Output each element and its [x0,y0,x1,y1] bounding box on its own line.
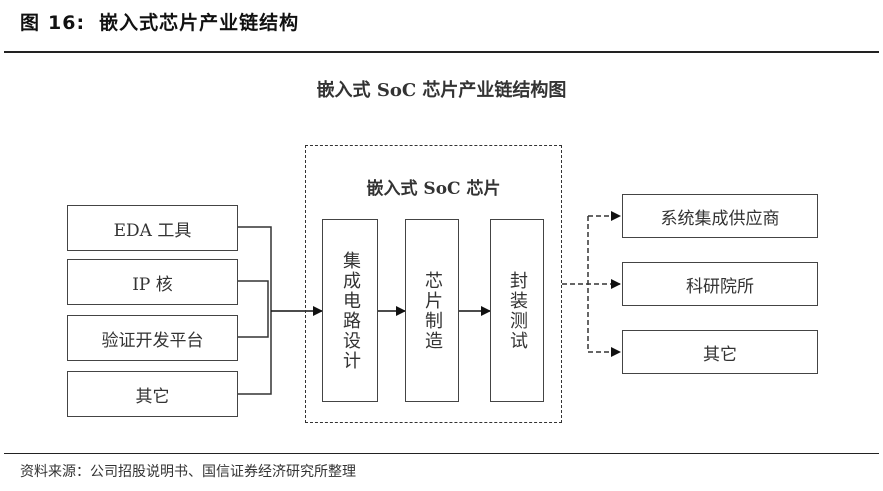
outer-bracket-line [238,226,272,395]
stage-label: 封装测试 [507,270,528,351]
diagram-title: 嵌入式 SoC 芯片产业链结构图 [316,80,567,101]
stage-label: 集成电路设计 [340,250,361,371]
downstream-label: 系统集成供应商 [660,208,780,229]
downstream-label: 其它 [703,344,737,365]
upstream-label: IP 核 [132,274,173,295]
source-note: 资料来源：公司招股说明书、国信证券经济研究所整理 [20,464,356,480]
stage-chip-manufacturing: 芯片制造 [405,219,459,402]
downstream-label: 科研院所 [686,276,754,297]
upstream-bracket [235,226,272,395]
upstream-label: 其它 [135,386,170,407]
figure-number: 16: [48,12,86,34]
figure-label: 图 [20,12,41,34]
soc-chip-frame [305,145,562,423]
downstream-box-research: 科研院所 [622,262,818,306]
bottom-divider [4,453,879,454]
stage-packaging-testing: 封装测试 [490,219,544,402]
downstream-box-integrator: 系统集成供应商 [622,194,818,238]
stage-label: 芯片制造 [422,270,443,351]
upstream-box-eda: EDA 工具 [67,205,238,251]
upstream-label: 验证开发平台 [101,330,204,351]
figure-title-text: 嵌入式芯片产业链结构 [99,12,300,34]
downstream-dashed-connectors [562,211,621,357]
stage-ic-design: 集成电路设计 [322,219,378,402]
upstream-box-verification: 验证开发平台 [67,315,238,361]
upstream-label: EDA 工具 [113,220,192,241]
upstream-box-other: 其它 [67,371,238,417]
downstream-box-other: 其它 [622,330,818,374]
upstream-box-ip: IP 核 [67,259,238,305]
top-divider [4,51,879,53]
figure-title: 图 16: 嵌入式芯片产业链结构 [20,8,299,35]
soc-chip-title: 嵌入式 SoC 芯片 [366,179,501,199]
inner-bracket-line [235,280,269,338]
